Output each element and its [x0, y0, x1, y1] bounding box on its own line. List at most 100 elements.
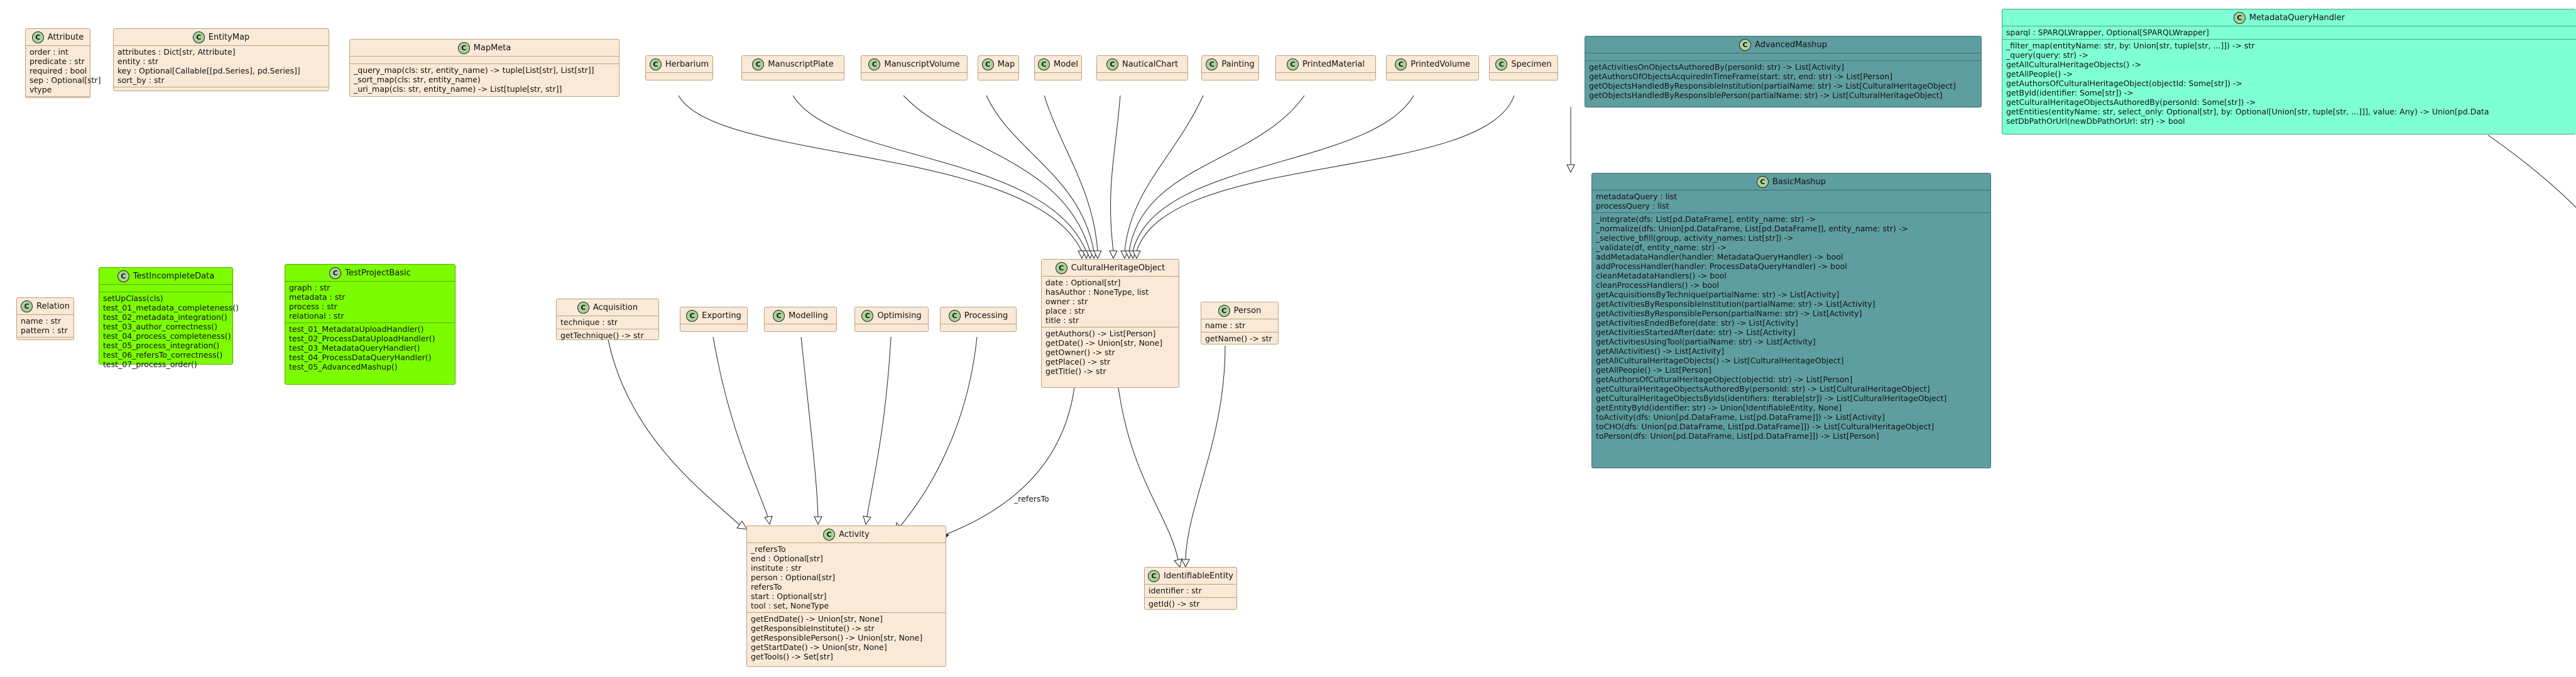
method: _query(query: str) -> [2006, 50, 2088, 60]
method: _selective_bfill(group, activity_names: … [1596, 233, 1794, 243]
class-fields [765, 324, 836, 331]
class-name: EntityMap [208, 32, 250, 42]
class-fields [1387, 72, 1478, 80]
method: test_05_process_integration() [103, 341, 220, 350]
class-stereotype-icon: C [1037, 58, 1050, 70]
field: tool : set, NoneType [751, 601, 829, 610]
arrowhead-nauticalchart [1109, 250, 1118, 260]
class-stereotype-icon: C [773, 309, 785, 322]
class-stereotype-icon: C [868, 58, 881, 70]
method: getId() -> str [1149, 599, 1200, 608]
field: end : Optional[str] [751, 554, 823, 563]
field: institute : str [751, 563, 802, 573]
arrowhead-model [1093, 250, 1102, 260]
field: date : Optional[str] [1045, 278, 1121, 287]
method: test_01_MetadataUploadHandler() [289, 324, 424, 334]
arrowhead-exporting [764, 515, 773, 526]
class-name: Painting [1221, 59, 1255, 69]
method: getAuthors() -> List[Person] [1045, 329, 1156, 338]
method: getStartDate() -> Union[str, None] [751, 642, 887, 652]
class-fields: attributes : Dict[str, Attribute] entity… [114, 45, 329, 87]
field: entity : str [117, 57, 158, 66]
arrowhead-advancedmashup [1566, 164, 1575, 173]
field: graph : str [289, 283, 330, 292]
class-name: Acquisition [592, 302, 638, 312]
method: getTechnique() -> str [560, 331, 644, 340]
method: _query_map(cls: str, entity_name) -> tup… [354, 65, 594, 75]
class-name: Person [1233, 305, 1262, 316]
class-name: MapMeta [473, 43, 511, 53]
class-fields: sparql : SPARQLWrapper, Optional[SPARQLW… [2002, 26, 2576, 39]
arrowhead-cho-identifiable [1174, 558, 1182, 568]
field: identifier : str [1149, 586, 1202, 595]
class-fields: identifier : str [1145, 584, 1236, 597]
class-name: CulturalHeritageObject [1071, 263, 1165, 273]
class-methods: _integrate(dfs: List[pd.DataFrame], enti… [1592, 212, 1990, 443]
method: getCulturalHeritageObjectsByIds(identifi… [1596, 394, 1947, 403]
class-fields [978, 72, 1018, 80]
class-identifiableentity[interactable]: C IdentifiableEntity identifier : str get… [1144, 567, 1237, 610]
class-name: Relation [36, 301, 70, 311]
class-name: ManuscriptVolume [884, 59, 960, 69]
field: technique : str [560, 317, 618, 327]
class-name: ManuscriptPlate [768, 59, 834, 69]
class-methods: getActivitiesOnObjectsAuthoredBy(personI… [1585, 60, 1981, 102]
class-fields: order : int predicate : str required : b… [26, 45, 101, 96]
edge-cho-to-identifiableentity [1118, 387, 1179, 560]
method: _normalize(dfs: Union[pd.DataFrame, List… [1596, 224, 1908, 233]
field: attributes : Dict[str, Attribute] [117, 47, 236, 57]
method: test_03_author_correctness() [103, 322, 218, 331]
field: sort_by : str [117, 75, 165, 85]
class-fields [350, 56, 619, 63]
method: getObjectsHandledByResponsiblePerson(par… [1589, 91, 1943, 100]
method: getEntityById(identifier: str) -> Union[… [1596, 403, 1842, 412]
class-name: AdvancedMashup [1755, 40, 1827, 50]
class-stereotype-icon: C [1739, 38, 1752, 51]
field: predicate : str [30, 57, 85, 66]
field: refersTo [751, 582, 782, 592]
edge-person-to-identifiableentity [1185, 345, 1226, 560]
class-name: IdentifiableEntity [1164, 571, 1234, 581]
class-stereotype-icon: C [948, 309, 961, 322]
edge-printedvolume-to-cho [1132, 95, 1414, 252]
class-stereotype-icon: C [1148, 570, 1160, 582]
field: sparql : SPARQLWrapper, Optional[SPARQLW… [2006, 28, 2209, 37]
edge-optimising-to-activity [866, 336, 892, 517]
